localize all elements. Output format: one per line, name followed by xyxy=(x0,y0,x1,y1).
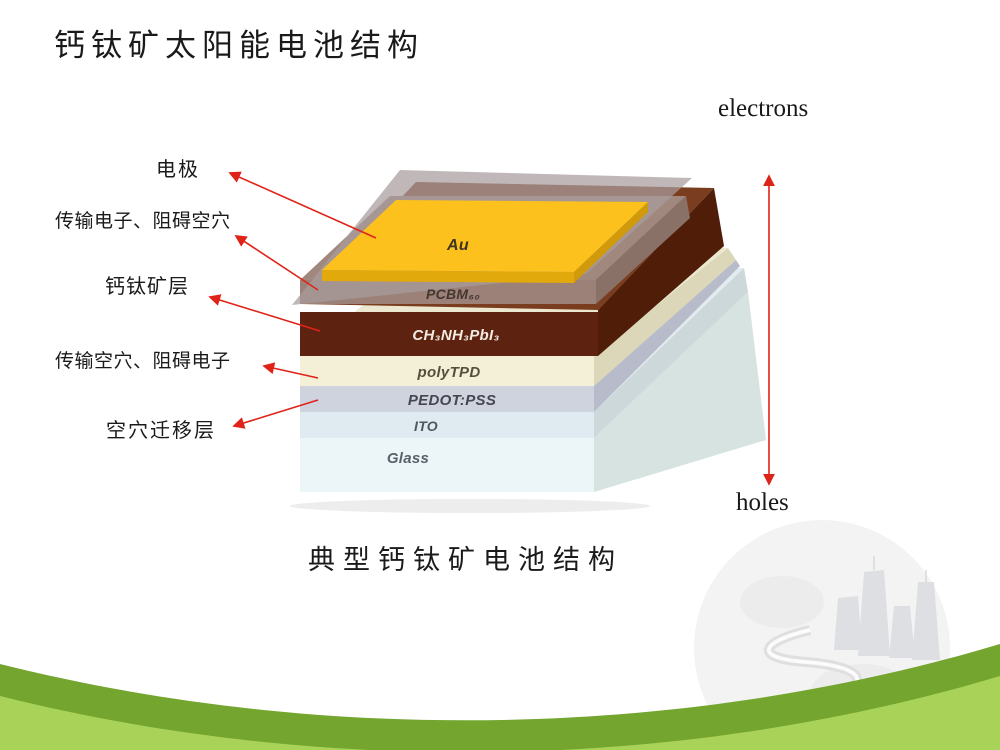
arrow-hole-migration xyxy=(232,399,319,429)
perovskite-side-face xyxy=(598,188,724,356)
flow-label-holes: holes xyxy=(736,489,789,516)
stack-shadow xyxy=(290,499,650,513)
au-top-face xyxy=(322,200,648,272)
layer-label-ito: ITO xyxy=(414,418,438,434)
layer-au xyxy=(322,200,648,283)
perovskite-front-face xyxy=(300,312,598,356)
pcbm-side-face xyxy=(596,196,690,304)
diagram-caption: 典型钙钛矿电池结构 xyxy=(308,545,623,575)
pedot-front-face xyxy=(300,386,594,412)
polytpd-front-face xyxy=(300,356,594,386)
ito-front-face xyxy=(300,412,594,438)
solar-cell-stack: Au PCBM₆₀ CH₃NH₃PbI₃ polyTPD PEDOT:PSS I… xyxy=(290,170,766,513)
layer-label-glass: Glass xyxy=(387,450,429,467)
wave-dark-green xyxy=(0,644,1000,750)
arrow-electron-transport xyxy=(234,235,319,291)
annotation-arrows xyxy=(208,171,775,486)
layer-label-polytpd: polyTPD xyxy=(417,364,481,381)
city-buildings-icon xyxy=(834,556,940,660)
layer-glass xyxy=(300,292,766,492)
flow-label-electrons: electrons xyxy=(718,95,809,122)
annotation-hole-migration-layer: 空穴迁移层 xyxy=(106,420,216,442)
polytpd-side-face xyxy=(594,248,736,386)
annotation-electron-transport: 传输电子、阻碍空穴 xyxy=(55,211,231,232)
arrow-hole-transport xyxy=(262,362,319,379)
globe-continent xyxy=(740,576,824,628)
glass-front-face xyxy=(300,438,594,492)
arrow-perovskite xyxy=(208,294,321,332)
layer-label-perovskite: CH₃NH₃PbI₃ xyxy=(412,327,499,344)
slide-title: 钙钛矿太阳能电池结构 xyxy=(54,28,424,63)
layer-label-au: Au xyxy=(446,237,469,254)
ito-side-face xyxy=(594,268,748,438)
footer-wave-decoration xyxy=(0,644,1000,750)
layer-label-pedot: PEDOT:PSS xyxy=(408,392,496,409)
au-side-face xyxy=(574,202,648,283)
annotation-hole-transport: 传输空穴、阻碍电子 xyxy=(55,351,231,372)
arrow-electrode xyxy=(228,171,377,239)
layer-label-pcbm: PCBM₆₀ xyxy=(426,286,480,302)
annotation-perovskite-layer: 钙钛矿层 xyxy=(105,276,189,298)
au-front-face xyxy=(322,270,574,283)
glass-side-face xyxy=(594,292,766,492)
pedot-side-face xyxy=(594,260,740,412)
annotation-electrode: 电极 xyxy=(156,159,200,181)
